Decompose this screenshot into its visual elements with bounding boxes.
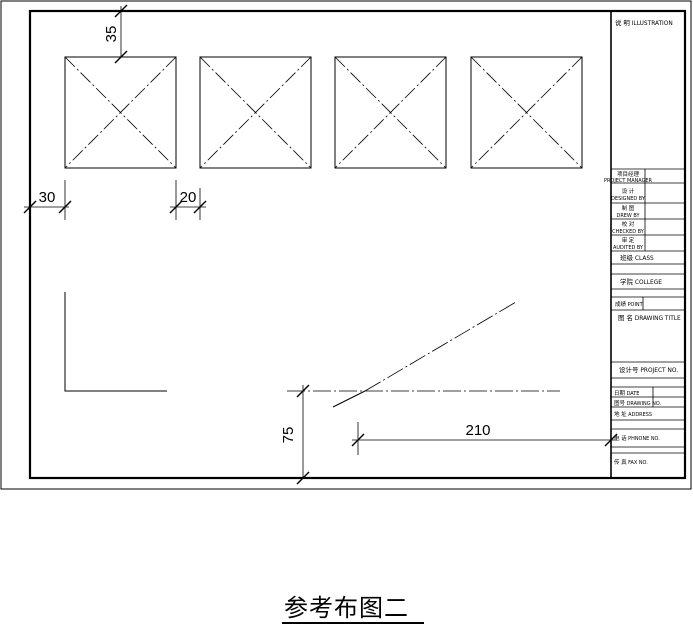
tb-checked-en: CHECKED BY — [612, 229, 645, 235]
drawing-frame — [28, 9, 687, 480]
tb-project-manager-en: PROJECT MANAGER — [604, 178, 653, 184]
diagonal-guide-dashed — [364, 301, 517, 392]
frame-box-2 — [199, 56, 312, 169]
tb-designed-en: DESIGNED BY — [611, 196, 646, 202]
diagonal-guide-solid — [332, 390, 366, 408]
dimension-vertical — [296, 384, 310, 485]
corner-bracket — [64, 292, 167, 392]
tb-college: 学院 COLLEGE — [620, 277, 662, 286]
dimension-top-label: 35 — [103, 26, 120, 43]
title-block-text: 说 明 ILLUSTRATION 项目经理 PROJECT MANAGER 设 … — [604, 18, 681, 466]
dimension-left-label: 30 — [39, 189, 56, 206]
tb-class: 班级 CLASS — [620, 253, 654, 262]
dimension-gap — [169, 180, 207, 220]
frame-box-3 — [334, 56, 447, 169]
dimension-left — [23, 180, 72, 220]
tb-point: 成绩 POINT — [615, 300, 644, 308]
frame-placeholders — [64, 56, 583, 169]
tb-audited-en: AUDITED BY — [613, 245, 644, 251]
tb-drew-cn: 制 图 — [622, 204, 635, 212]
tb-phone: 电 话 PHNONE NO. — [614, 434, 660, 442]
tb-project-no: 设计号 PROJECT NO. — [619, 365, 678, 374]
dimension-vertical-label: 75 — [280, 427, 297, 444]
tb-project-manager-cn: 项目经理 — [617, 170, 640, 178]
frame-box-1 — [64, 56, 177, 169]
dimension-horizontal-label: 210 — [465, 422, 490, 439]
caption-underline — [282, 622, 424, 624]
tb-address: 地 址 ADDRESS — [614, 410, 652, 418]
sheet-outer-border — [0, 0, 692, 490]
tb-checked-cn: 校 对 — [622, 220, 635, 228]
dimension-gap-label: 20 — [180, 189, 197, 206]
frame-box-4 — [470, 56, 583, 169]
tb-date: 日期 DATE — [614, 390, 639, 397]
figure-caption: 参考布图二 — [284, 594, 409, 622]
tb-drew-en: DREW BY — [617, 213, 641, 219]
tb-drawing-title: 图 名 DRAWING TITLE — [618, 313, 681, 322]
dimension-horizontal — [351, 422, 618, 455]
dimension-top — [114, 4, 128, 64]
tb-designed-cn: 设 计 — [622, 187, 635, 195]
tb-illustration: 说 明 ILLUSTRATION — [615, 18, 673, 27]
tb-fax: 传 真 FAX NO. — [614, 458, 648, 466]
tb-drawing-no: 图号 DRAWING NO. — [614, 399, 662, 407]
title-block — [611, 168, 685, 454]
tb-audited-cn: 审 定 — [622, 236, 635, 244]
